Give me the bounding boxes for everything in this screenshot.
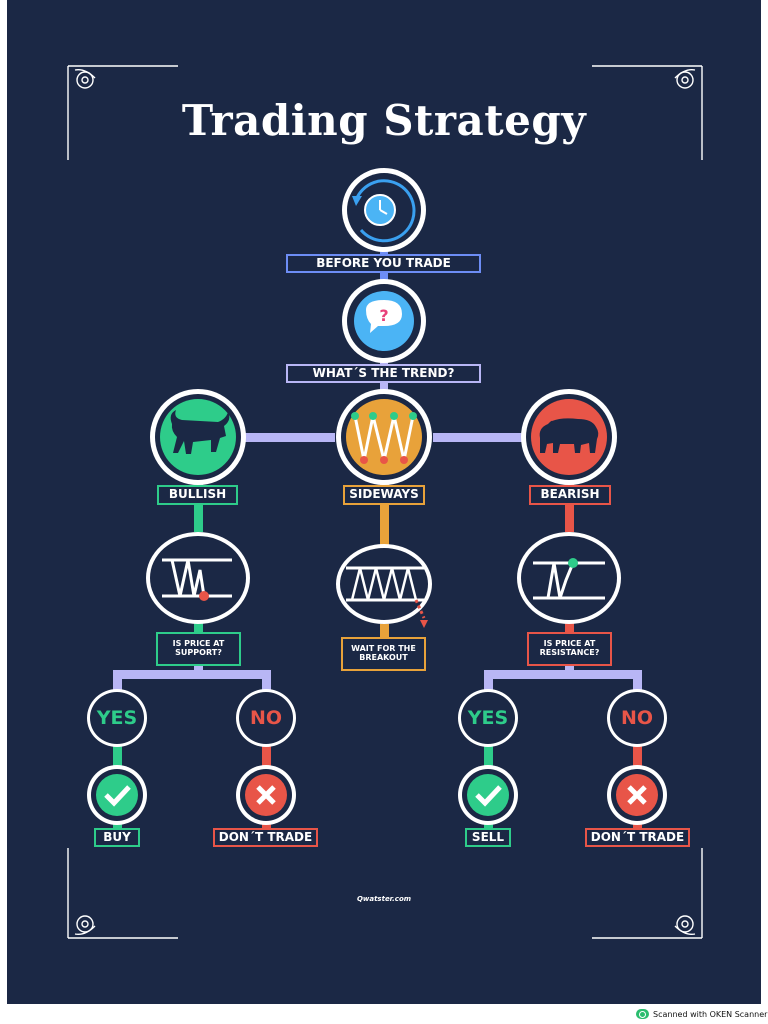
scanner-text: Scanned with OKEN Scanner	[653, 1009, 768, 1019]
label-sell: SELL	[465, 828, 511, 847]
label-sideways: SIDEWAYS	[343, 485, 425, 505]
corner-ornament-top-left	[67, 65, 178, 160]
x-mark-icon	[607, 765, 667, 825]
bull-icon	[150, 389, 246, 485]
label-bearish: BEARISH	[529, 485, 611, 505]
clock-icon	[342, 168, 426, 252]
corner-ornament-bottom-left	[67, 848, 178, 939]
label-wait-for-breakout: WAIT FOR THE BREAKOUT	[341, 637, 426, 671]
scanner-logo-icon	[636, 1009, 649, 1019]
label-bullish: BULLISH	[157, 485, 238, 505]
support-chart-icon	[146, 532, 250, 624]
range-breakout-icon	[336, 544, 432, 628]
checkmark-icon	[87, 765, 147, 825]
question-bubble-icon: ?	[342, 279, 426, 363]
scanner-watermark: Scanned with OKEN Scanner	[636, 1008, 767, 1020]
zigzag-chart-icon	[336, 389, 432, 485]
label-before-you-trade: BEFORE YOU TRADE	[286, 254, 481, 273]
label-price-at-resistance: IS PRICE AT RESISTANCE?	[527, 632, 612, 666]
answer-yes-bearish: YES	[458, 689, 518, 747]
answer-yes-bullish: YES	[87, 689, 147, 747]
x-mark-icon	[236, 765, 296, 825]
resistance-chart-icon	[517, 532, 621, 624]
label-dont-trade-bullish: DON´T TRADE	[213, 828, 318, 847]
checkmark-icon	[458, 765, 518, 825]
page-title: Trading Strategy	[181, 96, 587, 145]
label-buy: BUY	[94, 828, 140, 847]
answer-no-bullish: NO	[236, 689, 296, 747]
bear-icon	[521, 389, 617, 485]
answer-no-bearish: NO	[607, 689, 667, 747]
label-whats-the-trend: WHAT´S THE TREND?	[286, 364, 481, 383]
svg-text:?: ?	[379, 306, 388, 325]
corner-ornament-top-right	[592, 65, 703, 160]
label-price-at-support: IS PRICE AT SUPPORT?	[156, 632, 241, 666]
label-dont-trade-bearish: DON´T TRADE	[585, 828, 690, 847]
footer-source: Qwatster.com	[356, 895, 412, 903]
corner-ornament-bottom-right	[592, 848, 703, 939]
